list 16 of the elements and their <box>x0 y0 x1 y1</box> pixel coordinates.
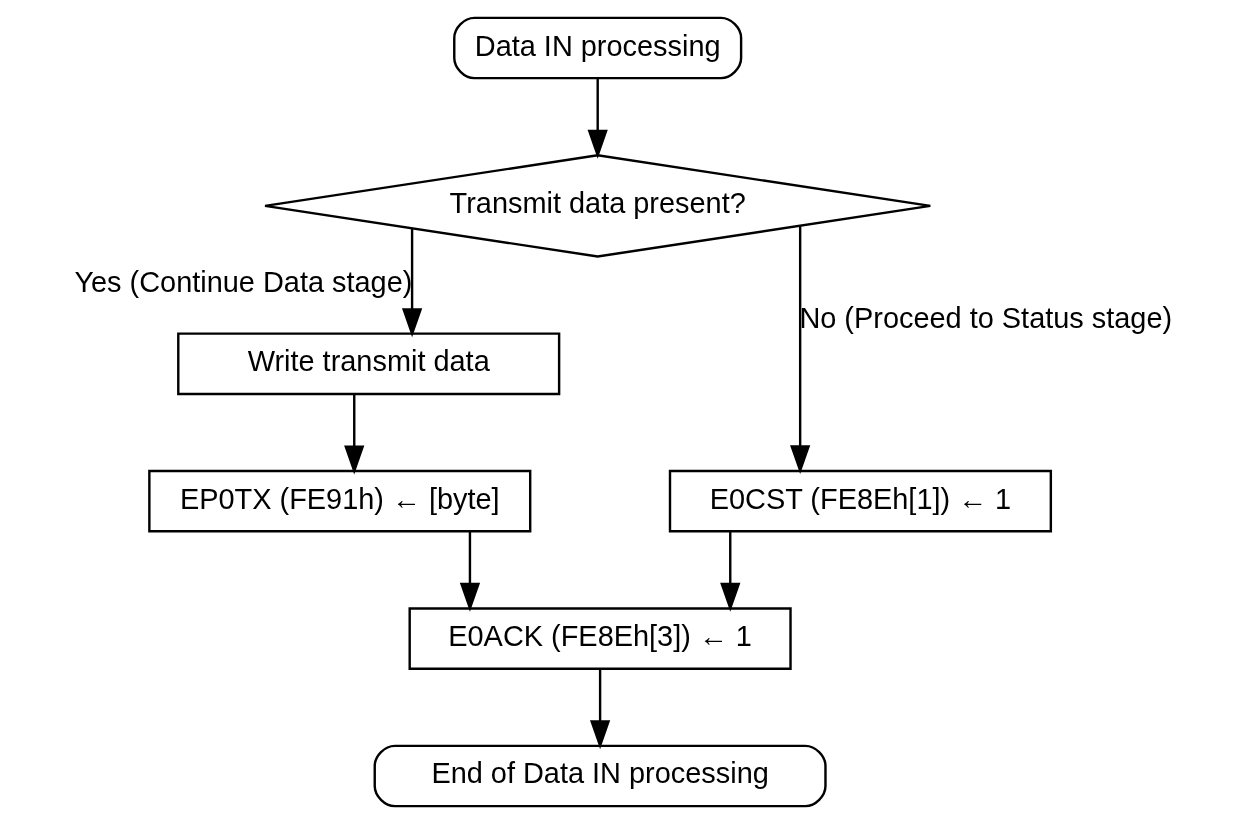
arrow <box>587 78 608 159</box>
arrow <box>401 228 422 338</box>
arrow <box>719 531 740 612</box>
node-box: E0ACK (FE8Eh[3]) ← 1 <box>407 607 792 670</box>
node-diamond: Transmit data present? <box>263 154 932 258</box>
arrow <box>789 226 810 475</box>
arrow <box>589 669 610 750</box>
node-box: End of Data IN processing <box>373 744 827 808</box>
edge-label: Yes (Continue Data stage) <box>73 266 412 299</box>
node-box: Write transmit data <box>176 332 560 396</box>
node-box: E0CST (FE8Eh[1]) ← 1 <box>668 469 1052 533</box>
node-box: EP0TX (FE91h) ← [byte] <box>147 469 531 533</box>
arrow <box>459 531 480 612</box>
edge-label: No (Proceed to Status stage) <box>798 302 1172 335</box>
arrow <box>343 394 364 475</box>
node-box: Data IN processing <box>452 16 742 80</box>
